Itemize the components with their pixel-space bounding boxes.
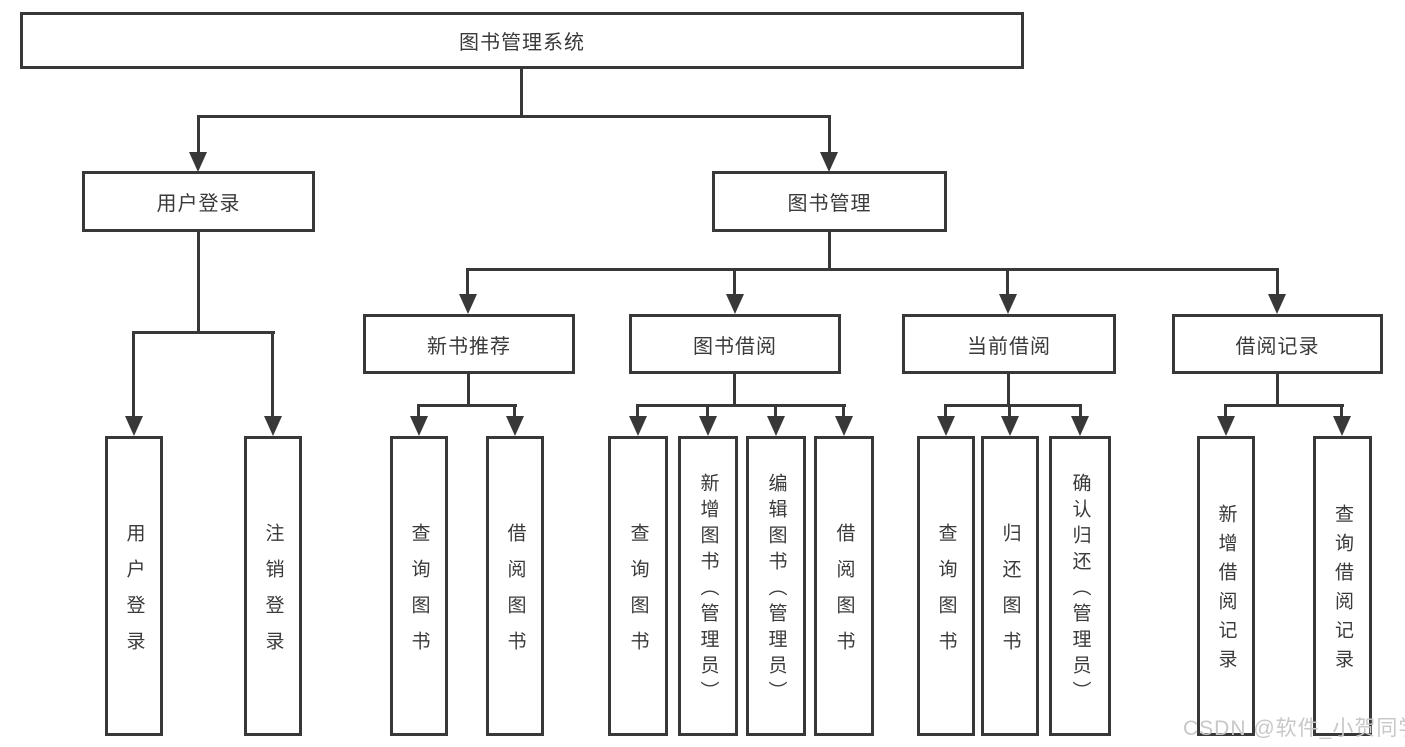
connector-line bbox=[733, 268, 736, 296]
arrow-down-icon bbox=[629, 416, 647, 436]
arrow-down-icon bbox=[459, 294, 477, 314]
csdn-watermark: CSDN @软件_小贺同学 bbox=[1183, 717, 1405, 740]
arrow-down-icon bbox=[835, 416, 853, 436]
connector-line bbox=[417, 404, 420, 418]
arrow-down-icon bbox=[820, 152, 838, 172]
connector-line bbox=[466, 268, 469, 296]
leaf-label: 编辑图书（管理员） bbox=[765, 472, 787, 707]
connector-line bbox=[513, 404, 516, 418]
leaf-label: 确认归还（管理员） bbox=[1069, 472, 1091, 707]
arrow-down-icon bbox=[937, 416, 955, 436]
node-leaf-borrow-books-2: 借阅图书 bbox=[814, 436, 874, 736]
connector-line bbox=[842, 404, 845, 418]
connector-line bbox=[197, 115, 831, 118]
connector-line bbox=[1008, 404, 1011, 418]
connector-line bbox=[944, 404, 947, 418]
node-leaf-query-books-3: 查询图书 bbox=[917, 436, 975, 736]
connector-line bbox=[197, 232, 200, 334]
arrow-down-icon bbox=[1001, 416, 1019, 436]
connector-line bbox=[1276, 374, 1279, 407]
arrow-down-icon bbox=[410, 416, 428, 436]
node-leaf-add-books-admin: 新增图书（管理员） bbox=[678, 436, 738, 736]
connector-line bbox=[520, 69, 523, 118]
node-leaf-user-login: 用户登录 bbox=[105, 436, 163, 736]
arrow-down-icon bbox=[999, 294, 1017, 314]
leaf-label: 注销登录 bbox=[262, 522, 284, 667]
connector-line bbox=[636, 404, 639, 418]
node-leaf-add-borrow-record: 新增借阅记录 bbox=[1197, 436, 1255, 736]
node-leaf-confirm-return-admin: 确认归还（管理员） bbox=[1049, 436, 1111, 736]
arrow-down-icon bbox=[726, 294, 744, 314]
leaf-label: 查询图书 bbox=[935, 522, 957, 667]
connector-line bbox=[417, 404, 517, 407]
arrow-down-icon bbox=[189, 152, 207, 172]
arrow-down-icon bbox=[1071, 416, 1089, 436]
arrow-down-icon bbox=[506, 416, 524, 436]
connector-line bbox=[706, 404, 709, 418]
connector-line bbox=[467, 374, 470, 407]
connector-line bbox=[1224, 404, 1344, 407]
leaf-label: 查询图书 bbox=[408, 522, 430, 667]
node-leaf-logout: 注销登录 bbox=[244, 436, 302, 736]
arrow-down-icon bbox=[1333, 416, 1351, 436]
connector-line bbox=[271, 331, 274, 418]
node-root: 图书管理系统 bbox=[20, 12, 1024, 69]
leaf-label: 借阅图书 bbox=[504, 522, 526, 667]
connector-line bbox=[197, 115, 200, 155]
connector-line bbox=[1079, 404, 1082, 418]
leaf-label: 归还图书 bbox=[999, 522, 1021, 667]
connector-line bbox=[1224, 404, 1227, 418]
arrow-down-icon bbox=[767, 416, 785, 436]
connector-line bbox=[1006, 268, 1009, 296]
leaf-label: 新增图书（管理员） bbox=[697, 472, 719, 707]
node-book-management: 图书管理 bbox=[712, 171, 947, 232]
connector-line bbox=[1276, 268, 1279, 296]
connector-line bbox=[132, 331, 135, 418]
node-book-borrowing: 图书借阅 bbox=[629, 314, 841, 374]
arrow-down-icon bbox=[1217, 416, 1235, 436]
node-leaf-borrow-books-1: 借阅图书 bbox=[486, 436, 544, 736]
connector-line bbox=[636, 404, 846, 407]
node-leaf-return-books: 归还图书 bbox=[981, 436, 1039, 736]
connector-line bbox=[828, 115, 831, 155]
leaf-label: 新增借阅记录 bbox=[1215, 504, 1237, 678]
node-leaf-edit-books-admin: 编辑图书（管理员） bbox=[746, 436, 806, 736]
connector-line bbox=[1340, 404, 1343, 418]
leaf-label: 借阅图书 bbox=[833, 522, 855, 667]
connector-line bbox=[774, 404, 777, 418]
node-new-book-recommendation: 新书推荐 bbox=[363, 314, 575, 374]
arrow-down-icon bbox=[1268, 294, 1286, 314]
connector-line bbox=[1007, 374, 1010, 407]
node-borrowing-records: 借阅记录 bbox=[1172, 314, 1383, 374]
connector-line bbox=[944, 404, 1082, 407]
connector-line bbox=[466, 268, 1279, 271]
connector-line bbox=[733, 374, 736, 407]
node-current-borrowing: 当前借阅 bbox=[902, 314, 1116, 374]
arrow-down-icon bbox=[125, 416, 143, 436]
node-leaf-query-books-2: 查询图书 bbox=[608, 436, 668, 736]
arrow-down-icon bbox=[699, 416, 717, 436]
node-leaf-query-borrow-record: 查询借阅记录 bbox=[1313, 436, 1372, 736]
node-leaf-query-books-1: 查询图书 bbox=[390, 436, 448, 736]
arrow-down-icon bbox=[264, 416, 282, 436]
connector-line bbox=[132, 331, 275, 334]
leaf-label: 用户登录 bbox=[123, 522, 145, 667]
leaf-label: 查询借阅记录 bbox=[1332, 504, 1353, 678]
connector-line bbox=[828, 232, 831, 271]
leaf-label: 查询图书 bbox=[627, 522, 649, 667]
node-user-login: 用户登录 bbox=[82, 171, 315, 232]
